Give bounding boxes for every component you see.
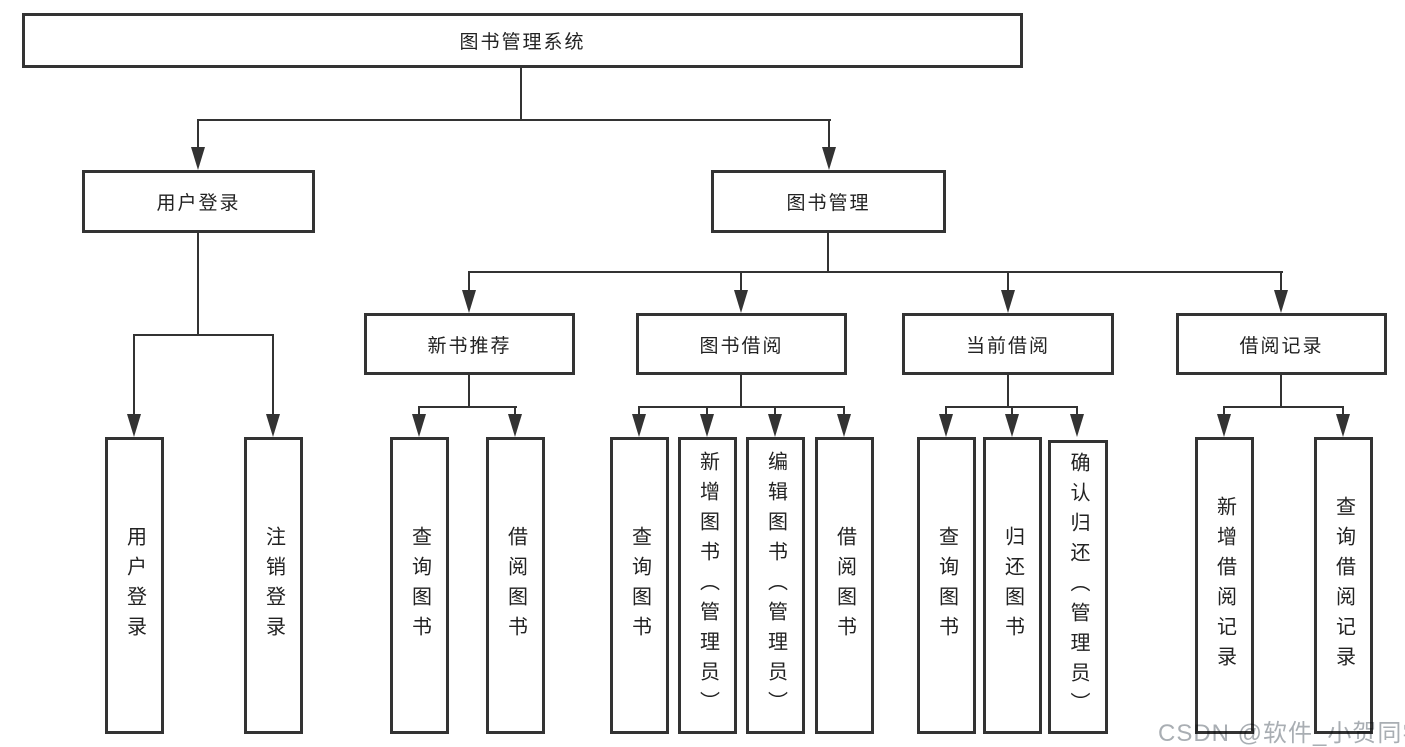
node-label: 新书推荐 <box>427 335 512 357</box>
connector-line <box>197 233 199 336</box>
node-label: 查询图书 <box>628 525 651 646</box>
connector-line <box>1223 406 1344 408</box>
arrow-down-icon <box>266 414 280 437</box>
node-logout: 注销登录 <box>244 437 303 734</box>
node-new-book-recommend: 新书推荐 <box>364 313 575 375</box>
arrow-down-icon <box>734 290 748 313</box>
arrow-down-icon <box>191 147 205 170</box>
node-query-book-borrow: 查询图书 <box>610 437 669 734</box>
node-add-book-admin: 新增图书（管理员） <box>678 437 737 734</box>
connector-line <box>638 406 640 416</box>
node-label: 归还图书 <box>1001 525 1024 646</box>
node-book-borrow: 图书借阅 <box>636 313 847 375</box>
arrow-down-icon <box>462 290 476 313</box>
connector-line <box>520 68 522 120</box>
node-query-book-current: 查询图书 <box>917 437 976 734</box>
arrow-down-icon <box>632 414 646 437</box>
node-return-book: 归还图书 <box>983 437 1042 734</box>
arrow-down-icon <box>127 414 141 437</box>
arrow-down-icon <box>1070 414 1084 437</box>
node-label: 当前借阅 <box>965 335 1050 357</box>
node-user-login: 用户登录 <box>82 170 315 233</box>
connector-line <box>1223 406 1225 416</box>
connector-line <box>468 375 470 408</box>
node-borrow-book-borrow: 借阅图书 <box>815 437 874 734</box>
arrow-down-icon <box>768 414 782 437</box>
node-library-management-system: 图书管理系统 <box>22 13 1023 68</box>
connector-line <box>1007 271 1009 292</box>
connector-line <box>945 406 947 416</box>
connector-line <box>468 271 470 292</box>
node-label: 借阅图书 <box>504 525 527 646</box>
arrow-down-icon <box>1005 414 1019 437</box>
connector-line <box>828 119 830 151</box>
arrow-down-icon <box>412 414 426 437</box>
connector-line <box>514 406 516 416</box>
arrow-down-icon <box>1336 414 1350 437</box>
connector-line <box>133 334 135 416</box>
connector-line <box>418 406 517 408</box>
node-label: 图书管理 <box>786 193 871 214</box>
node-query-borrow-record: 查询借阅记录 <box>1314 437 1373 734</box>
connector-line <box>1007 375 1009 408</box>
node-label: 新增图书（管理员） <box>696 450 719 721</box>
connector-line <box>740 271 742 292</box>
connector-line <box>1011 406 1013 416</box>
arrow-down-icon <box>508 414 522 437</box>
node-current-borrow: 当前借阅 <box>902 313 1114 375</box>
connector-line <box>1280 375 1282 408</box>
connector-line <box>272 334 274 416</box>
node-label: 确认归还（管理员） <box>1067 452 1089 722</box>
node-borrow-record: 借阅记录 <box>1176 313 1387 375</box>
connector-line <box>197 119 831 121</box>
arrow-down-icon <box>822 147 836 170</box>
connector-line <box>638 406 845 408</box>
connector-line <box>1076 406 1078 416</box>
node-label: 注销登录 <box>262 525 285 646</box>
node-label: 查询图书 <box>935 525 958 646</box>
node-label: 查询借阅记录 <box>1332 495 1355 676</box>
node-confirm-return-admin: 确认归还（管理员） <box>1048 440 1108 734</box>
connector-line <box>197 119 199 151</box>
node-label: 用户登录 <box>156 193 241 214</box>
node-label: 借阅图书 <box>833 525 856 646</box>
csdn-watermark: CSDN @软件_小贺同学 <box>1158 720 1405 747</box>
node-label: 新增借阅记录 <box>1213 495 1236 676</box>
node-label: 图书管理系统 <box>459 32 586 53</box>
node-label: 编辑图书（管理员） <box>764 450 787 721</box>
connector-line <box>133 334 274 336</box>
connector-line <box>740 375 742 408</box>
node-label: 图书借阅 <box>699 335 784 357</box>
connector-line <box>706 406 708 416</box>
node-label: 借阅记录 <box>1239 335 1324 357</box>
connector-line <box>418 406 420 416</box>
node-add-borrow-record: 新增借阅记录 <box>1195 437 1254 734</box>
connector-line <box>774 406 776 416</box>
node-book-management: 图书管理 <box>711 170 946 233</box>
connector-line <box>1280 271 1282 292</box>
connector-line <box>827 233 829 273</box>
arrow-down-icon <box>939 414 953 437</box>
connector-line <box>1342 406 1344 416</box>
arrow-down-icon <box>837 414 851 437</box>
arrow-down-icon <box>700 414 714 437</box>
node-edit-book-admin: 编辑图书（管理员） <box>746 437 805 734</box>
node-user-login-leaf: 用户登录 <box>105 437 164 734</box>
node-label: 查询图书 <box>408 525 431 646</box>
connector-line <box>843 406 845 416</box>
arrow-down-icon <box>1001 290 1015 313</box>
arrow-down-icon <box>1217 414 1231 437</box>
node-query-book-recommend: 查询图书 <box>390 437 449 734</box>
node-label: 用户登录 <box>123 525 146 646</box>
node-borrow-book-recommend: 借阅图书 <box>486 437 545 734</box>
connector-line <box>468 271 1283 273</box>
arrow-down-icon <box>1274 290 1288 313</box>
